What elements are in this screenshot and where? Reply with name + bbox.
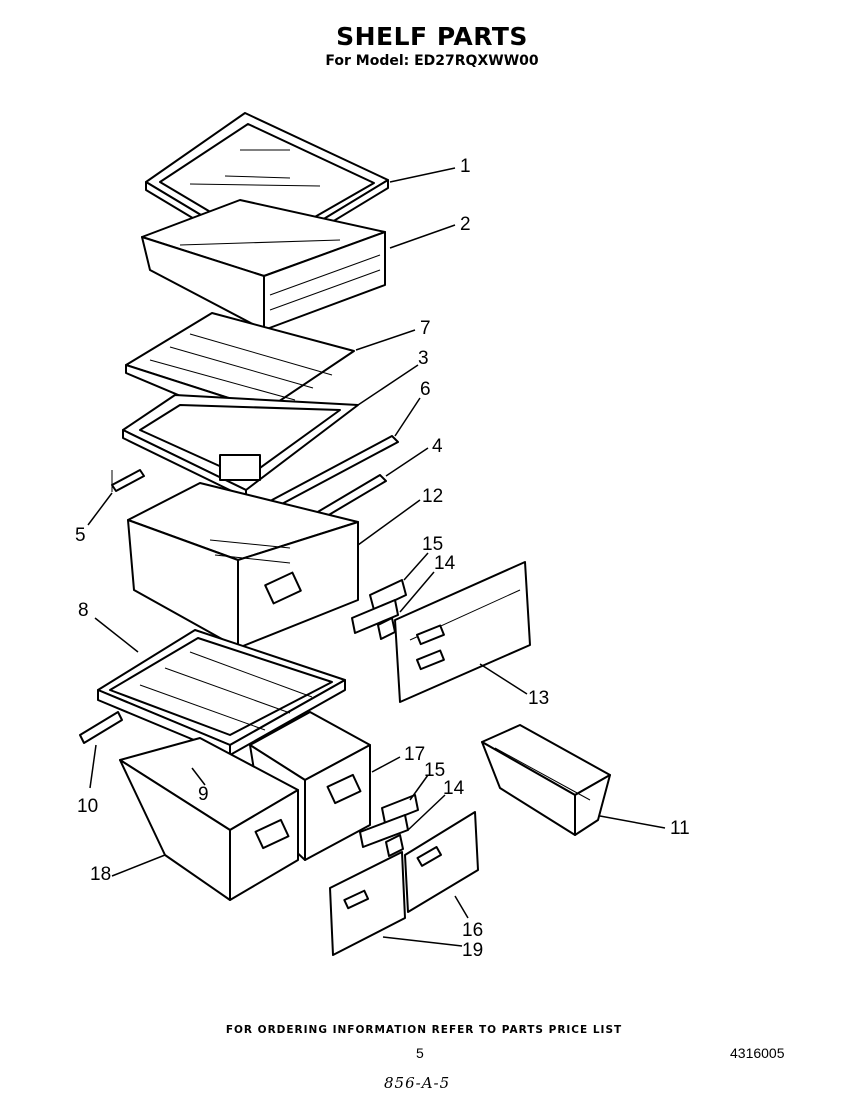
- callout-13: 13: [528, 688, 549, 709]
- document-number: 4316005: [730, 1045, 785, 1061]
- callout-17: 17: [404, 744, 425, 765]
- callout-8: 8: [78, 600, 89, 621]
- model-subtitle: For Model: ED27RQXWW00: [325, 53, 539, 69]
- page-title: SHELF PARTS: [336, 22, 528, 51]
- pan-front-upper-part: [394, 561, 531, 703]
- crisper-pan-left-part: [119, 737, 299, 901]
- callout-6: 6: [420, 379, 431, 400]
- callout-numbers: 1 2 7 3 6 4 5 12 15 14 13 8 10 9 17 15 1…: [75, 156, 690, 961]
- callout-19: 19: [462, 940, 483, 961]
- callout-14-lower: 14: [443, 778, 465, 799]
- pan-front-lower-right-part: [404, 811, 479, 913]
- callout-12: 12: [422, 486, 443, 507]
- ordering-note: FOR ORDERING INFORMATION REFER TO PARTS …: [225, 1024, 623, 1036]
- upper-controls-part: [351, 579, 407, 640]
- callout-3: 3: [418, 348, 429, 369]
- callout-15-upper: 15: [422, 534, 443, 555]
- pan-part: [127, 482, 359, 649]
- handwritten-note: 856-A-5: [384, 1074, 451, 1092]
- pan-front-lower-left-part: [329, 851, 406, 956]
- callout-2: 2: [460, 214, 471, 235]
- callout-10: 10: [77, 796, 98, 817]
- callout-5: 5: [75, 525, 86, 546]
- callout-7: 7: [420, 318, 431, 339]
- meat-pan-part: [141, 199, 386, 331]
- leader-lines: [87, 167, 666, 947]
- callout-1: 1: [460, 156, 471, 177]
- callout-11: 11: [670, 818, 690, 839]
- callout-18: 18: [90, 864, 111, 885]
- callout-9: 9: [198, 784, 209, 805]
- callout-15-lower: 15: [424, 760, 445, 781]
- callout-16: 16: [462, 920, 483, 941]
- callout-4: 4: [432, 436, 443, 457]
- bin-part: [481, 724, 611, 836]
- callout-14-upper: 14: [434, 553, 456, 574]
- page-number: 5: [416, 1045, 424, 1061]
